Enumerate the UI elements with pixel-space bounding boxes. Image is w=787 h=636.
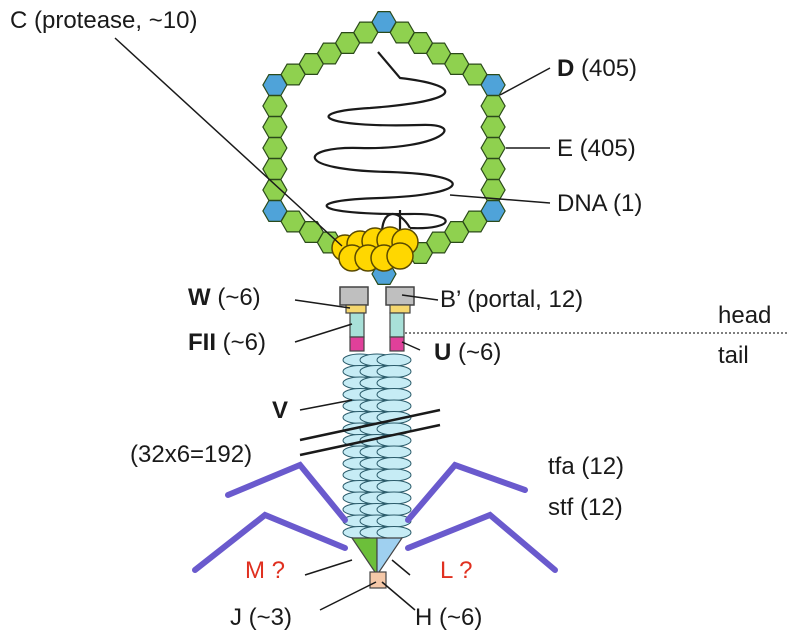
- label-M: M ?: [245, 557, 285, 584]
- tail-disc-V: [377, 354, 411, 366]
- capsid-protein-D: [481, 75, 505, 96]
- capsid-protein-D: [263, 75, 287, 96]
- dna-coil: [315, 52, 453, 250]
- label-V: V: [272, 397, 288, 424]
- label-tail: tail: [718, 342, 749, 369]
- portal-complex: [340, 287, 414, 351]
- label-head: head: [718, 302, 771, 329]
- label-V-count: (32x6=192): [130, 441, 252, 468]
- capsid-protein-D: [372, 12, 396, 33]
- capsid-protein-E: [481, 96, 505, 117]
- tail-disc-V: [377, 481, 411, 493]
- label-W: W (~6): [188, 284, 261, 311]
- label-tfa: tfa (12): [548, 453, 624, 480]
- label-portal: B’ (portal, 12): [440, 286, 583, 313]
- label-H: H (~6): [415, 604, 482, 631]
- capsid-protein-D: [481, 201, 505, 222]
- capsid-protein-E: [481, 138, 505, 159]
- label-protease: C (protease, ~10): [10, 7, 197, 34]
- label-FII: FII (~6): [188, 329, 266, 356]
- tail-disc-V: [377, 458, 411, 470]
- tail-disc-V: [377, 446, 411, 458]
- tail-disc-V: [377, 400, 411, 412]
- capsid-protein-E: [481, 117, 505, 138]
- tail-tube-V: [343, 354, 411, 539]
- tail-disc-V: [377, 389, 411, 401]
- label-L: L ?: [440, 557, 472, 584]
- capsid-protein-E: [263, 180, 287, 201]
- capsid-protein-E: [263, 96, 287, 117]
- tail-disc-V: [377, 504, 411, 516]
- label-DNA: DNA (1): [557, 190, 642, 217]
- label-D: D (405): [557, 55, 637, 82]
- label-E: E (405): [557, 135, 636, 162]
- protease-cluster: [332, 227, 418, 271]
- label-U: U (~6): [434, 339, 501, 366]
- label-J: J (~3): [230, 604, 292, 631]
- tail-disc-V: [377, 469, 411, 481]
- label-stf: stf (12): [548, 494, 623, 521]
- tail-disc-V: [377, 527, 411, 539]
- tail-disc-V: [377, 366, 411, 378]
- tail-disc-V: [377, 377, 411, 389]
- capsid-protein-D: [263, 201, 287, 222]
- capsid-protein-E: [481, 159, 505, 180]
- capsid-protein-E: [263, 117, 287, 138]
- tail-disc-V: [377, 492, 411, 504]
- capsid-protein-E: [263, 138, 287, 159]
